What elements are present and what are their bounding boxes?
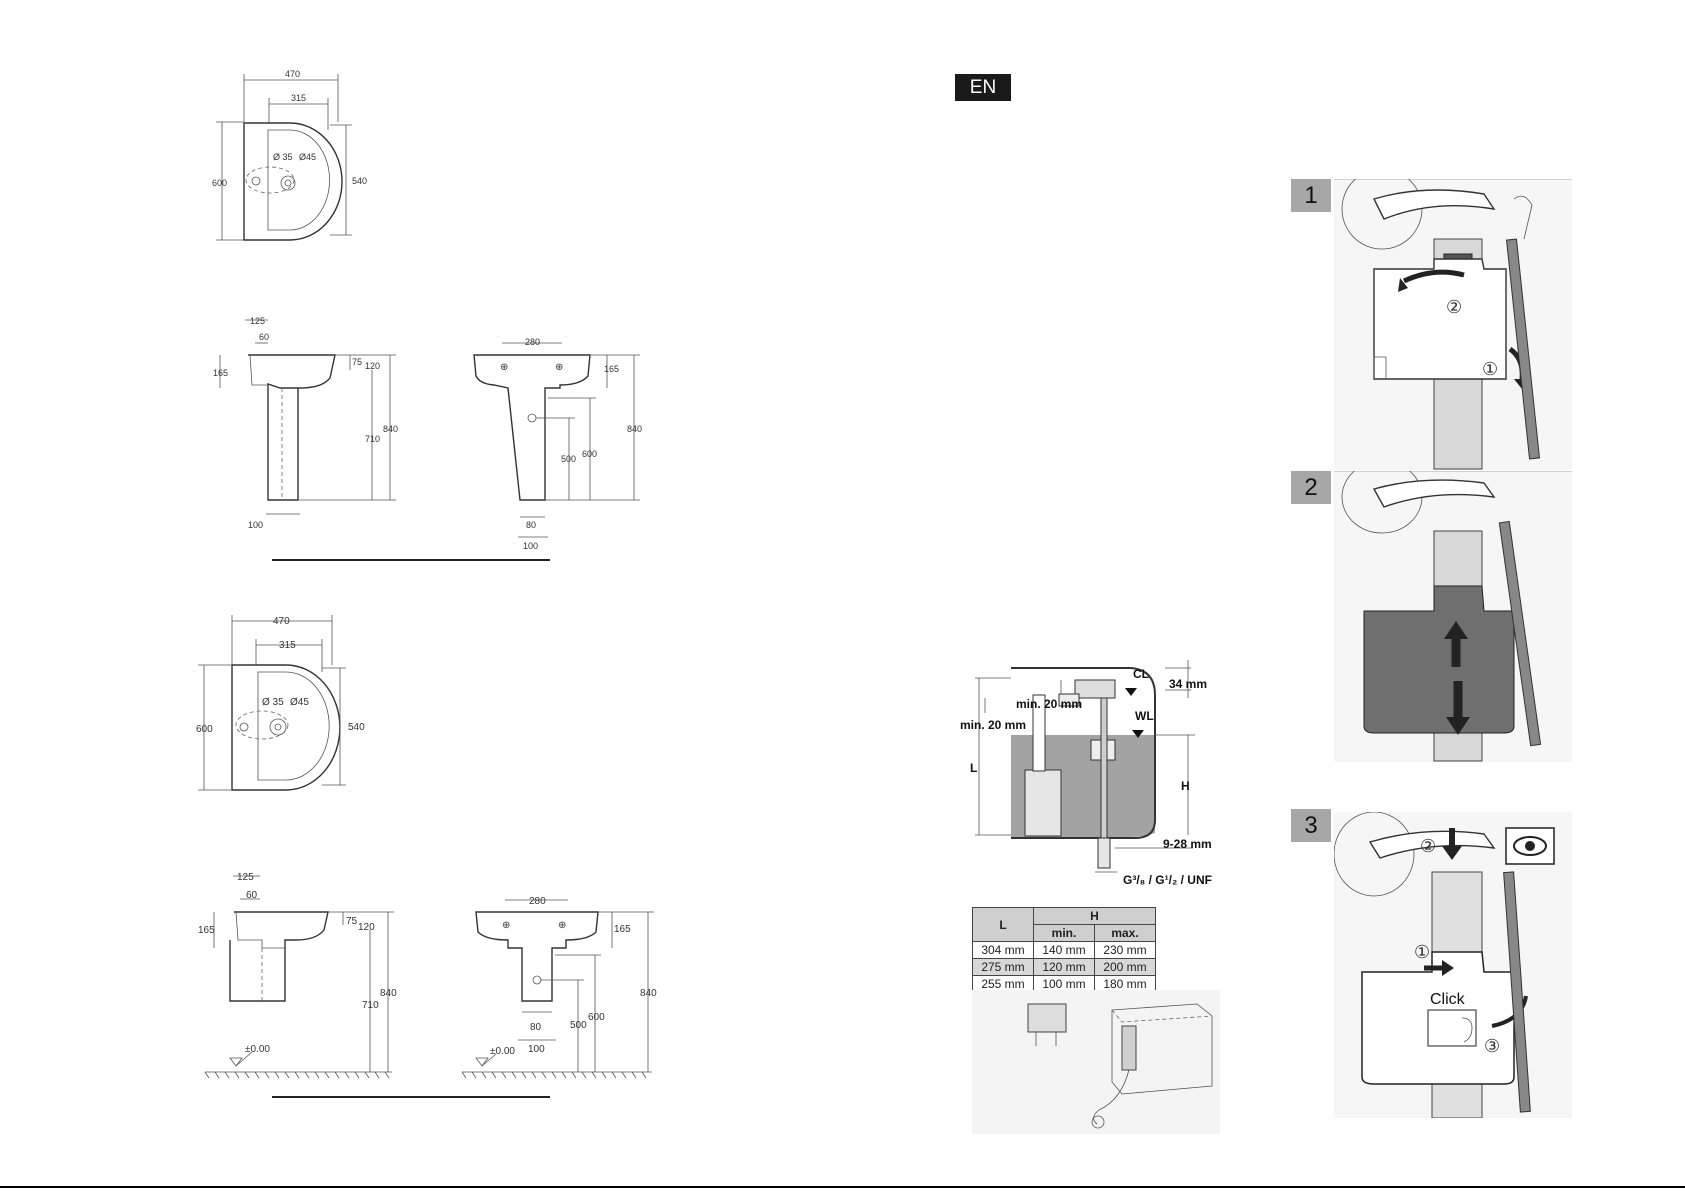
svg-text:⊕: ⊕ [500, 362, 508, 373]
svg-text:⊕: ⊕ [558, 920, 566, 931]
dim-100: 100 [248, 520, 263, 530]
bottom-rule [0, 1186, 1685, 1188]
dim-540: 540 [352, 176, 367, 186]
dim-315: 315 [279, 640, 296, 651]
dim-470: 470 [285, 69, 300, 79]
dim-840: 840 [383, 424, 398, 434]
dim-d35: Ø 35 [273, 152, 293, 162]
basin-top-view-2: 470 315 Ø 35 Ø45 600 540 [196, 615, 365, 791]
dim-840: 840 [640, 988, 657, 999]
dim-125: 125 [237, 872, 254, 883]
dim-9-28: 9-28 mm [1163, 837, 1212, 851]
dim-120: 120 [358, 922, 375, 933]
dim-500: 500 [561, 454, 576, 464]
kit-illustration [972, 990, 1220, 1134]
section-rule-2 [272, 1096, 550, 1098]
dim-600: 600 [588, 1012, 605, 1023]
dim-100: 100 [523, 541, 538, 551]
basin-front-view-2: 280 ⊕ ⊕ 165 840 600 500 80 100 ±0.00 [461, 896, 657, 1079]
step-1-illustration: ② ① [1334, 179, 1572, 470]
dim-600: 600 [582, 449, 597, 459]
floor-level: ±0.00 [245, 1044, 270, 1055]
dim-315: 315 [291, 93, 306, 103]
dim-d45: Ø45 [290, 697, 309, 708]
dim-120: 120 [365, 361, 380, 371]
step-3-illustration: ② ① Click ③ [1334, 812, 1572, 1118]
language-badge: EN [955, 74, 1011, 101]
dim-80: 80 [530, 1022, 542, 1033]
section-rule-1 [272, 559, 550, 561]
basin-top-view-1: 470 315 Ø 35 Ø45 600 540 [212, 69, 367, 241]
label-wl: WL [1135, 709, 1154, 723]
basin-side-view-2: 125 60 165 75 120 840 710 ±0.00 [198, 872, 397, 1079]
dim-min20-left: min. 20 mm [960, 718, 1026, 732]
dim-d35: Ø 35 [262, 697, 284, 708]
thread-spec: G³/₈ / G¹/₂ / UNF [1123, 873, 1212, 887]
dim-840: 840 [380, 988, 397, 999]
dim-34: 34 mm [1169, 677, 1207, 691]
dim-L: L [970, 761, 977, 775]
step-badge-3: 3 [1291, 809, 1331, 842]
dim-100: 100 [528, 1044, 545, 1055]
table-row: 255 mm 100 mm 180 mm [972, 975, 1156, 993]
step-2-illustration [1334, 471, 1572, 762]
table-header-min: min. [1033, 924, 1095, 942]
dim-75: 75 [346, 916, 358, 927]
dim-280: 280 [529, 896, 546, 907]
dim-470: 470 [273, 616, 290, 627]
dim-60: 60 [246, 890, 258, 901]
table-header-max: max. [1094, 924, 1156, 942]
dim-165: 165 [604, 364, 619, 374]
step1-callout-2: ② [1446, 297, 1462, 317]
label-cl: CL [1133, 667, 1149, 681]
dim-710: 710 [365, 434, 380, 444]
click-label: Click [1430, 991, 1466, 1008]
dim-min20-top: min. 20 mm [1016, 697, 1082, 711]
dim-500: 500 [570, 1020, 587, 1031]
step1-callout-1: ① [1482, 359, 1498, 379]
dim-80: 80 [526, 520, 536, 530]
cistern-diagram: L min. 20 mm min. 20 mm CL WL 34 mm H 9-… [960, 660, 1212, 887]
svg-text:⊕: ⊕ [502, 920, 510, 931]
dim-600: 600 [196, 724, 213, 735]
table-row: 275 mm 120 mm 200 mm [972, 958, 1156, 976]
dim-165: 165 [213, 368, 228, 378]
dim-165: 165 [614, 924, 631, 935]
dim-75: 75 [352, 357, 362, 367]
step3-callout-2: ② [1420, 836, 1436, 856]
floor-level: ±0.00 [490, 1046, 515, 1057]
step-badge-2: 2 [1291, 471, 1331, 504]
svg-text:⊕: ⊕ [555, 362, 563, 373]
height-table: L H min. max. 304 mm 140 mm 230 mm 275 m… [972, 907, 1156, 993]
basin-side-view-1: 125 60 165 75 120 840 710 100 [213, 316, 398, 530]
step3-callout-1: ① [1414, 942, 1430, 962]
dim-540: 540 [348, 722, 365, 733]
dim-710: 710 [362, 1000, 379, 1011]
step3-callout-3: ③ [1484, 1036, 1500, 1056]
dim-d45: Ø45 [299, 152, 316, 162]
dim-165: 165 [198, 925, 215, 936]
step-badge-1: 1 [1291, 179, 1331, 212]
table-header-h: H [1033, 907, 1156, 925]
technical-drawings-left: 470 315 Ø 35 Ø45 600 540 125 60 165 75 1… [196, 69, 657, 1079]
dim-H: H [1181, 779, 1190, 793]
dim-125: 125 [250, 316, 265, 326]
basin-front-view-1: 280 ⊕ ⊕ 165 840 600 500 80 100 [473, 337, 642, 551]
dim-600: 600 [212, 178, 227, 188]
dim-840: 840 [627, 424, 642, 434]
floor-hatch [204, 1071, 390, 1079]
dim-280: 280 [525, 337, 540, 347]
dim-60: 60 [259, 332, 269, 342]
table-row: 304 mm 140 mm 230 mm [972, 941, 1156, 959]
table-header-l: L [972, 907, 1034, 942]
